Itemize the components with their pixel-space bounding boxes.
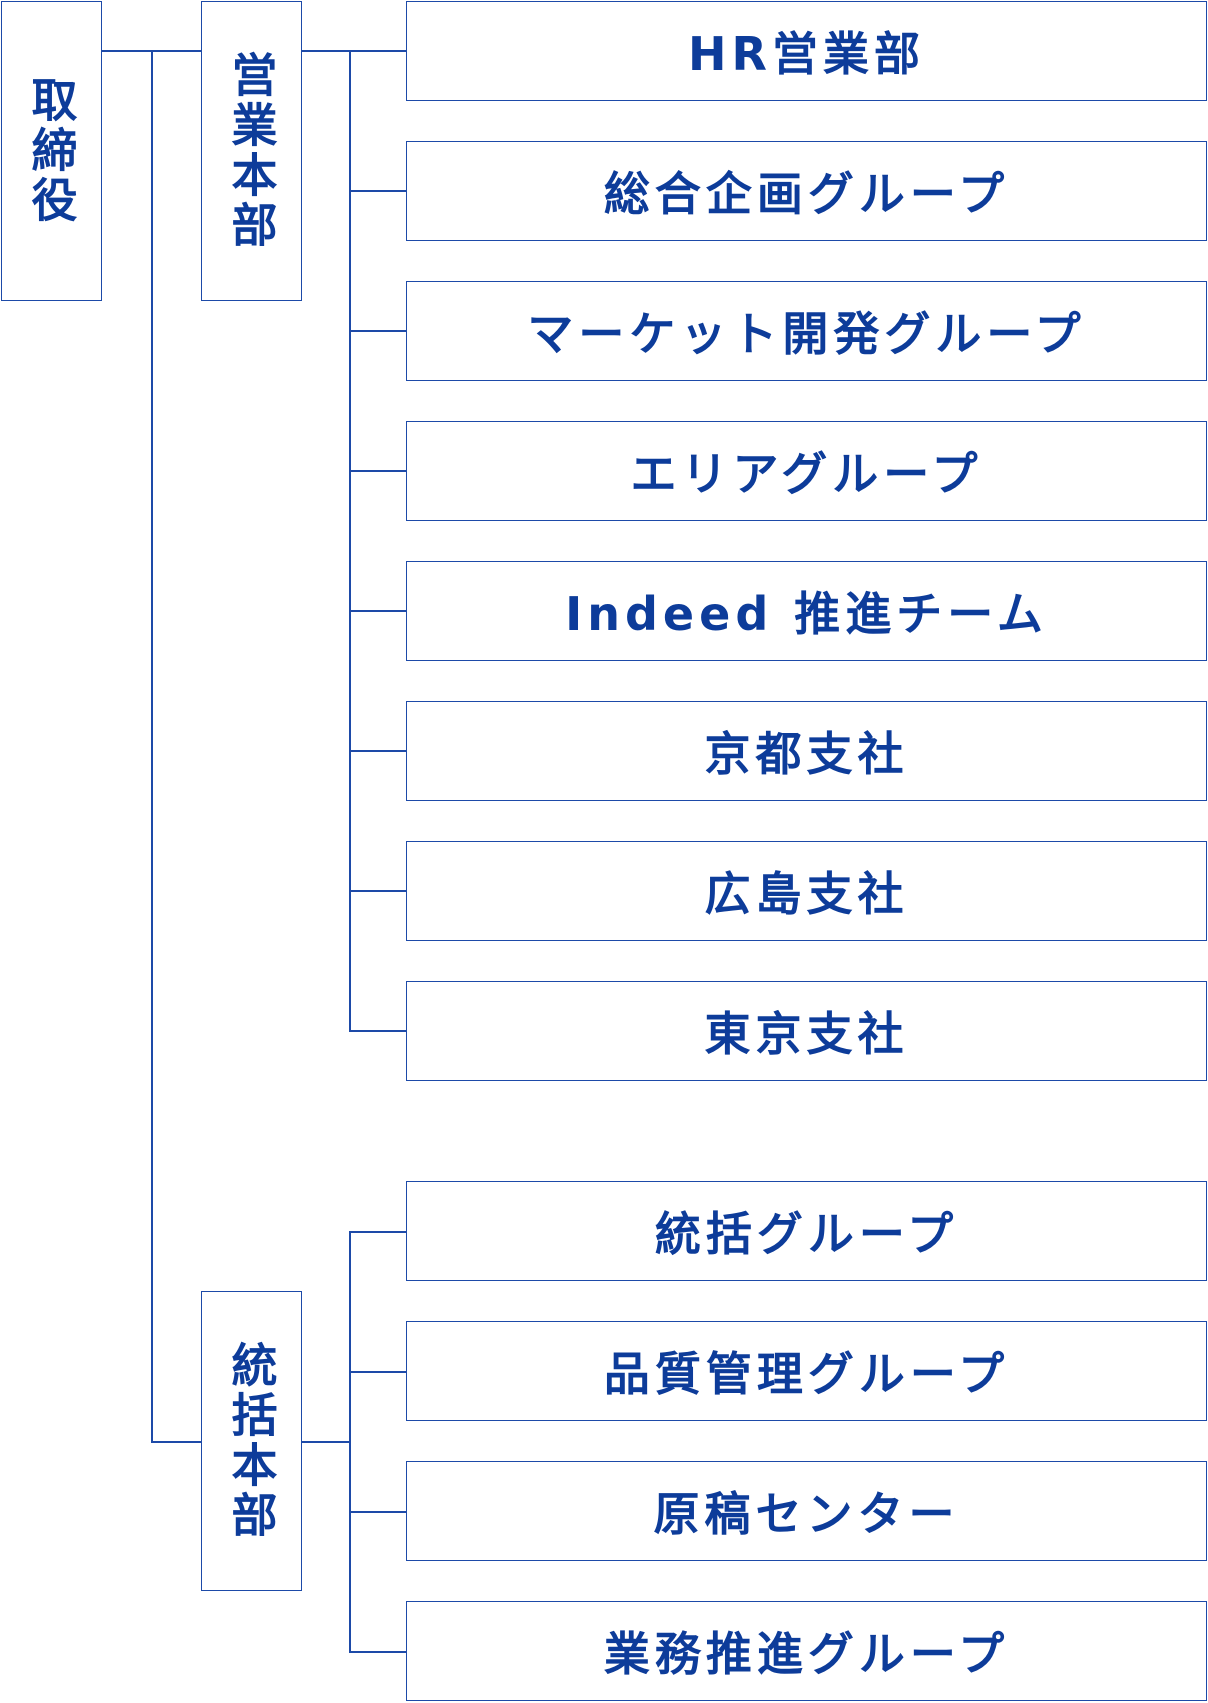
unit-label: 総合企画グループ [603,167,1010,221]
unit-box-area-group: エリアグループ [406,421,1207,521]
connector-division-1-stub [301,50,350,52]
division-box-sales-headquarters: 営業本部 [201,1,302,301]
division-label: 営業本部 [224,51,279,251]
unit-box-operations-group: 業務推進グループ [406,1601,1207,1701]
unit-box-indeed-team: Indeed 推進チーム [406,561,1207,661]
connector-unit [349,1371,407,1373]
connector-unit [349,750,407,752]
connector-unit [349,330,407,332]
unit-box-general-group: 統括グループ [406,1181,1207,1281]
unit-label: 品質管理グループ [603,1347,1010,1401]
unit-box-manuscript-center: 原稿センター [406,1461,1207,1561]
unit-label: マーケット開発グループ [527,307,1086,361]
connector-unit [349,190,407,192]
connector-unit [349,1030,407,1032]
connector-division-1-trunk [349,50,351,1031]
connector-trunk-to-division-2 [151,1441,201,1443]
unit-box-market-development-group: マーケット開発グループ [406,281,1207,381]
unit-label: Indeed 推進チーム [565,587,1048,641]
connector-unit [349,470,407,472]
connector-unit [349,890,407,892]
unit-label: エリアグループ [630,447,983,501]
unit-box-quality-group: 品質管理グループ [406,1321,1207,1421]
connector-unit [349,1651,407,1653]
root-box-board-of-directors: 取締役 [1,1,102,301]
unit-box-tokyo-branch: 東京支社 [406,981,1207,1081]
unit-label: 東京支社 [704,1007,909,1061]
connector-unit [349,50,407,52]
connector-unit [349,1511,407,1513]
unit-label: 京都支社 [704,727,909,781]
unit-box-kyoto-branch: 京都支社 [406,701,1207,801]
unit-box-planning-group: 総合企画グループ [406,141,1207,241]
connector-unit [349,1231,407,1233]
connector-division-2-trunk [349,1231,351,1652]
unit-label: 原稿センター [653,1487,960,1541]
unit-box-hiroshima-branch: 広島支社 [406,841,1207,941]
division-label: 統括本部 [224,1341,279,1541]
division-box-general-headquarters: 統括本部 [201,1291,302,1591]
connector-division-2-stub [301,1441,350,1443]
unit-box-hr-sales: HR営業部 [406,1,1207,101]
unit-label: 業務推進グループ [603,1627,1010,1681]
unit-label: 統括グループ [654,1207,959,1261]
unit-label: 広島支社 [704,867,909,921]
root-label: 取締役 [24,76,79,226]
unit-label: HR営業部 [688,27,925,81]
connector-unit [349,610,407,612]
connector-root-trunk [151,50,153,1442]
